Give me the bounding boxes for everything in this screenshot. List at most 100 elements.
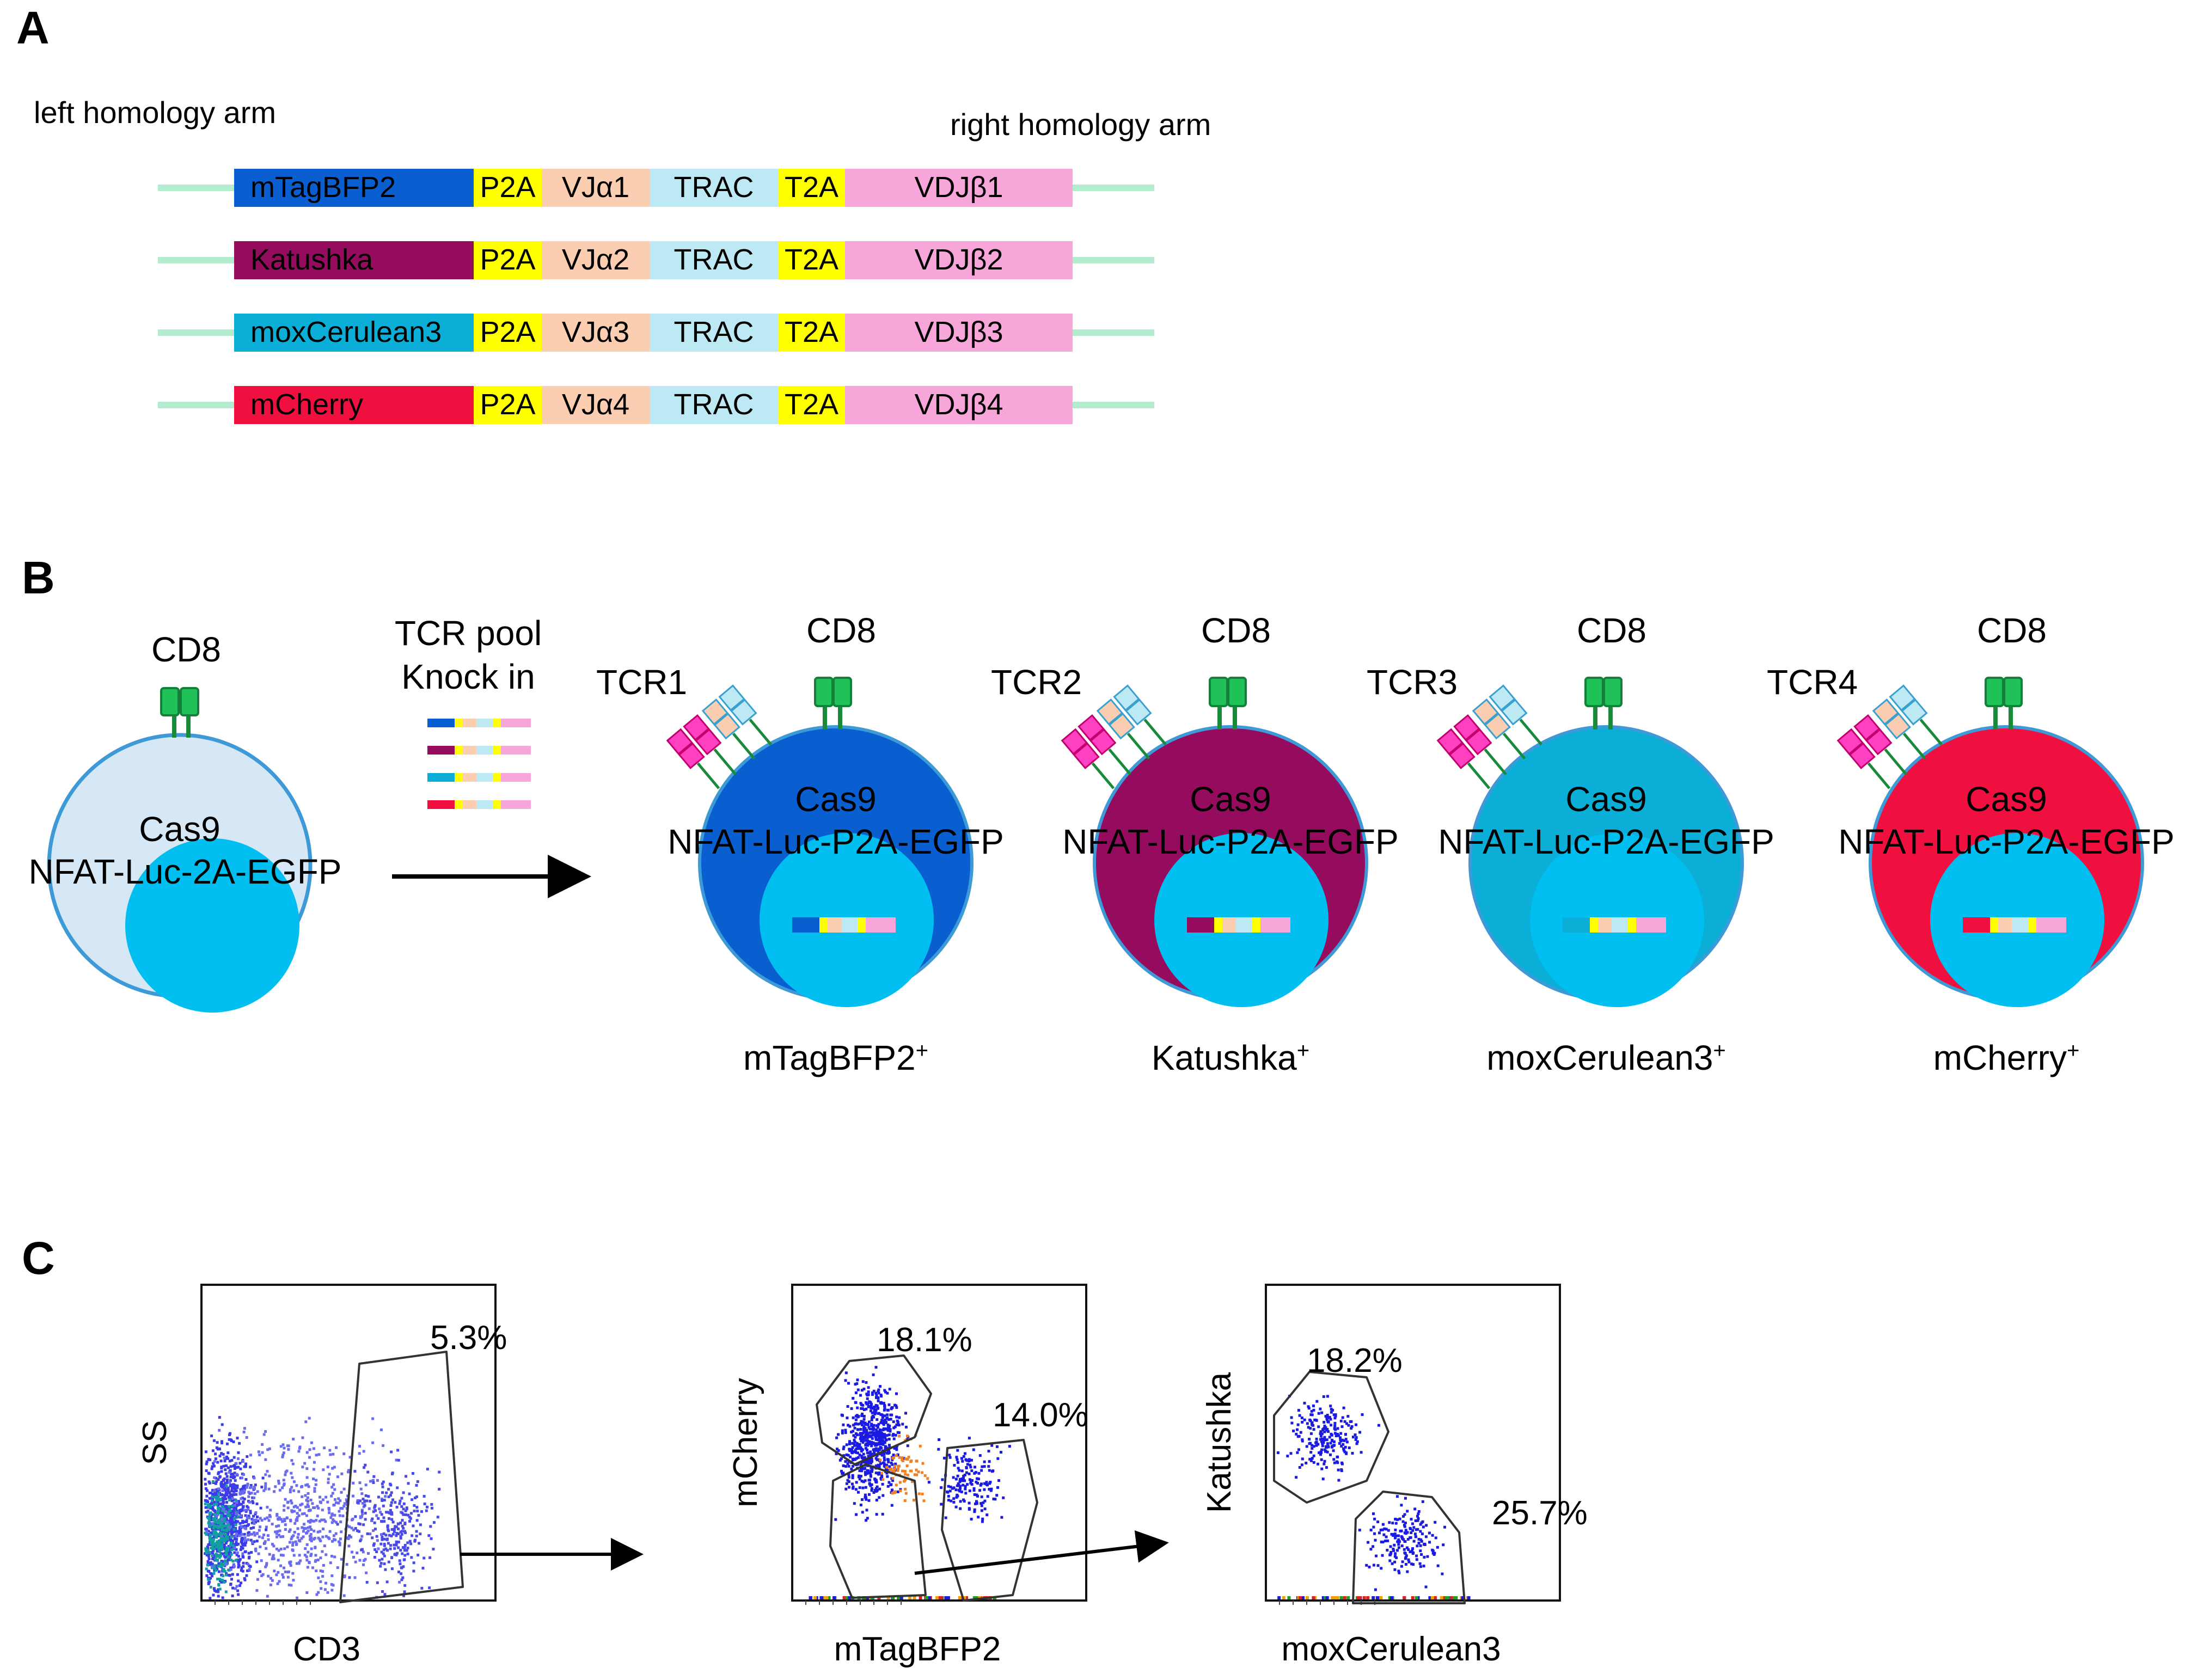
event-dot: [226, 1511, 230, 1514]
event-dot: [1376, 1564, 1380, 1567]
event-dot: [298, 1554, 301, 1557]
event-dot: [889, 1418, 892, 1421]
event-dot: [365, 1581, 369, 1584]
event-dot: [229, 1530, 232, 1533]
event-dot: [268, 1553, 271, 1556]
event-dot: [395, 1525, 398, 1529]
event-dot: [1322, 1440, 1325, 1444]
event-dot: [383, 1562, 386, 1565]
event-dot: [1381, 1523, 1385, 1526]
event-dot: [220, 1470, 223, 1473]
event-dot: [1339, 1596, 1343, 1599]
event-dot: [874, 1434, 877, 1438]
event-dot: [1436, 1564, 1440, 1567]
event-dot: [230, 1499, 234, 1503]
event-dot: [959, 1500, 962, 1503]
event-dot: [217, 1471, 221, 1474]
reporter-label: NFAT-Luc-P2A-EGFP: [668, 822, 1004, 861]
event-dot: [884, 1390, 887, 1394]
event-dot: [884, 1436, 887, 1439]
event-dot: [884, 1447, 887, 1450]
event-dot: [219, 1525, 222, 1528]
event-dot: [216, 1441, 219, 1444]
event-dot: [1326, 1450, 1329, 1454]
event-dot: [402, 1558, 406, 1561]
event-dot: [1341, 1416, 1344, 1419]
event-dot: [222, 1563, 225, 1566]
event-dot: [225, 1475, 229, 1478]
event-dot: [1379, 1529, 1382, 1531]
event-dot: [1393, 1543, 1396, 1547]
event-dot: [332, 1538, 335, 1541]
event-dot: [209, 1505, 212, 1508]
event-dot: [1369, 1548, 1373, 1551]
event-dot: [438, 1488, 441, 1491]
event-dot: [869, 1484, 872, 1487]
event-dot: [315, 1454, 318, 1457]
vj-segment: [542, 386, 650, 424]
event-dot: [223, 1552, 226, 1555]
event-dot: [383, 1554, 386, 1558]
event-dot: [375, 1514, 378, 1517]
event-dot: [205, 1511, 208, 1513]
event-dot: [887, 1438, 891, 1441]
cd8-receptor-icon: [1209, 677, 1247, 729]
event-dot: [1320, 1411, 1324, 1414]
event-dot: [242, 1431, 246, 1433]
event-dot: [266, 1534, 270, 1537]
event-dot: [236, 1515, 240, 1518]
event-dot: [860, 1439, 863, 1443]
event-dot: [1411, 1596, 1415, 1599]
event-dot: [278, 1580, 281, 1583]
event-dot: [228, 1460, 231, 1463]
event-dot: [894, 1462, 897, 1466]
event-dot: [229, 1554, 232, 1558]
event-dot: [286, 1546, 289, 1549]
event-dot: [247, 1495, 250, 1498]
event-dot: [367, 1495, 370, 1498]
event-dot: [1339, 1432, 1343, 1435]
event-dot: [851, 1474, 854, 1477]
event-dot: [345, 1498, 348, 1501]
event-dot: [395, 1534, 398, 1537]
event-dot: [855, 1481, 858, 1484]
event-dot: [887, 1426, 891, 1430]
event-dot: [1403, 1531, 1406, 1535]
event-dot: [852, 1430, 855, 1433]
event-dot: [859, 1422, 862, 1425]
event-dot: [296, 1506, 299, 1509]
event-dot: [235, 1512, 237, 1516]
event-dot: [232, 1502, 236, 1505]
event-dot: [313, 1461, 316, 1464]
event-dot: [234, 1487, 237, 1490]
event-dot: [277, 1482, 280, 1485]
tcr-label: TCR2: [991, 663, 1082, 702]
event-dot: [1355, 1442, 1358, 1445]
event-dot: [224, 1488, 228, 1491]
event-dot: [431, 1506, 433, 1510]
event-dot: [1343, 1420, 1346, 1423]
event-dot: [1419, 1565, 1422, 1568]
event-dot: [966, 1483, 969, 1486]
p2a-label: P2A: [480, 316, 535, 348]
event-dot: [208, 1497, 211, 1500]
event-dot: [231, 1493, 235, 1497]
event-dot: [1337, 1434, 1340, 1437]
event-dot: [1374, 1588, 1377, 1591]
event-dot: [211, 1507, 215, 1510]
event-dot: [235, 1522, 238, 1524]
event-dot: [257, 1552, 260, 1555]
event-dot: [845, 1443, 848, 1446]
event-dot: [1287, 1596, 1291, 1599]
event-dot: [217, 1590, 220, 1593]
event-dot: [305, 1514, 308, 1517]
event-dot: [276, 1547, 278, 1550]
event-dot: [314, 1546, 317, 1549]
event-dot: [413, 1504, 416, 1507]
event-dot: [283, 1566, 285, 1569]
event-dot: [241, 1460, 244, 1463]
event-dot: [207, 1530, 210, 1533]
event-dot: [213, 1566, 216, 1569]
event-dot: [243, 1427, 246, 1430]
event-dot: [965, 1471, 968, 1474]
